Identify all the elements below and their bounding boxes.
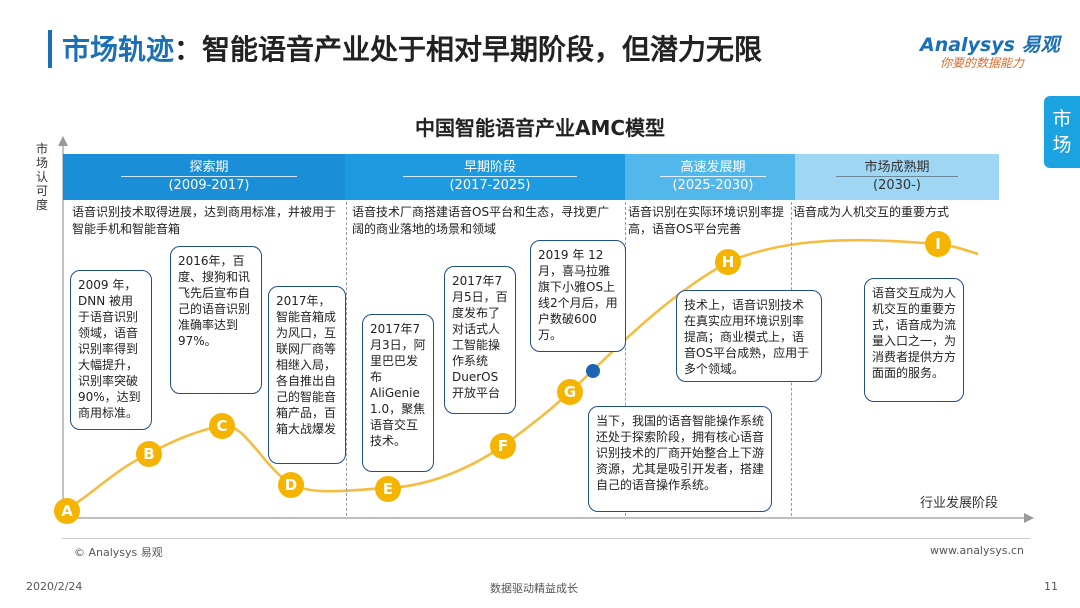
- phase-name: 市场成熟期: [864, 160, 930, 175]
- section-tab[interactable]: 市场: [1044, 96, 1080, 168]
- market-curve: [65, 238, 979, 512]
- footer-website: www.analysys.cn: [930, 544, 1024, 557]
- callout-c: 2016年，百度、搜狗和讯飞先后宣布自己的语音识别准确率达到97%。: [170, 246, 262, 394]
- phase-underline: [835, 176, 959, 177]
- stage-marker-g: G: [557, 379, 583, 405]
- callout-a: 2009 年，DNN 被用于语音识别领域，语音识别率得到大幅提升，识别率突破90…: [70, 270, 152, 430]
- phase-description: 语音识别技术取得进展，达到商用标准，并被用于智能手机和智能音箱: [72, 205, 337, 236]
- stage-marker-i: I: [925, 231, 951, 257]
- phase-underline: [660, 176, 766, 177]
- footer-copyright: © Analysys 易观: [74, 546, 163, 559]
- phase-range: (2025-2030): [672, 178, 754, 193]
- phase-band-rapid-growth: 高速发展期 (2025-2030): [625, 154, 801, 200]
- diagram-title: 中国智能语音产业AMC模型: [414, 116, 666, 140]
- footer-date: 2020/2/24: [26, 580, 83, 593]
- phase-underline: [403, 176, 577, 177]
- phase-range: (2017-2025): [449, 178, 531, 193]
- stage-marker-d: D: [278, 472, 304, 498]
- phase-band-early: 早期阶段 (2017-2025): [345, 154, 635, 200]
- phase-description: 语音成为人机交互的重要方式: [793, 205, 950, 219]
- title-accent-bar: [48, 30, 52, 68]
- brand-logo: Analysys 易观: [920, 34, 1060, 56]
- x-axis-label: 行业发展阶段: [920, 496, 999, 511]
- callout-h: 技术上，语音识别技术在真实应用环境识别率提高；商业模式上，语音OS平台成熟，应用…: [676, 290, 822, 382]
- stage-marker-a: A: [54, 498, 80, 524]
- phase-range: (2009-2017): [168, 178, 250, 193]
- callout-now: 当下，我国的语音智能操作系统还处于探索阶段，拥有核心语音识别技术的厂商开始整合上…: [588, 406, 772, 512]
- phase-divider: [346, 202, 347, 516]
- phase-underline: [121, 176, 297, 177]
- page-number: 11: [1044, 580, 1058, 593]
- callout-e: 2017年7月3日，阿里巴巴发布AliGenie 1.0，聚焦语音交互技术。: [362, 314, 434, 472]
- phase-name: 高速发展期: [680, 160, 746, 175]
- callout-f: 2017年7月5日，百度发布了对话式人工智能操作系统DuerOS开放平台: [444, 266, 516, 414]
- footer-slogan: 数据驱动精益成长: [490, 582, 578, 595]
- current-position-dot: [586, 364, 600, 378]
- phase-description: 语音技术厂商搭建语音OS平台和生态，寻找更广阔的商业落地的场景和领域: [352, 205, 610, 236]
- y-axis-label: 市场认可度: [35, 142, 48, 212]
- y-axis-arrow: [58, 136, 68, 146]
- page-title-highlight: 市场轨迹: [62, 33, 175, 66]
- footer-divider: [62, 538, 1030, 539]
- brand-tagline: 你要的数据能力: [940, 56, 1025, 70]
- phase-divider: [625, 202, 626, 516]
- phase-description: 语音识别在实际环境识别率提高，语音OS平台完善: [628, 205, 785, 236]
- callout-i: 语音交互成为人机交互的重要方式，语音成为流量入口之一，为消费者提供方方面面的服务…: [864, 278, 964, 402]
- stage-marker-c: C: [209, 413, 235, 439]
- phase-range: (2030-): [873, 178, 921, 193]
- stage-marker-b: B: [136, 441, 162, 467]
- phase-name: 早期阶段: [463, 160, 516, 175]
- phase-band-exploration: 探索期 (2009-2017): [63, 154, 355, 200]
- stage-marker-h: H: [715, 249, 741, 275]
- phase-band-mature: 市场成熟期 (2030-): [795, 154, 999, 200]
- callout-g: 2019 年 12 月，喜马拉雅旗下小雅OS上线2个月后，用户数破600万。: [530, 240, 626, 352]
- phase-name: 探索期: [189, 160, 229, 175]
- section-tab-label: 市场: [1052, 108, 1072, 156]
- callout-d: 2017年，智能音箱成为风口，互联网厂商等相继入局，各自推出自己的智能音箱产品，…: [268, 286, 346, 464]
- stage-marker-e: E: [375, 476, 401, 502]
- page-title: 市场轨迹：智能语音产业处于相对早期阶段，但潜力无限: [62, 28, 762, 68]
- page-title-rest: ：智能语音产业处于相对早期阶段，但潜力无限: [174, 33, 763, 66]
- x-axis-arrow: [1024, 513, 1034, 523]
- stage-marker-f: F: [490, 433, 516, 459]
